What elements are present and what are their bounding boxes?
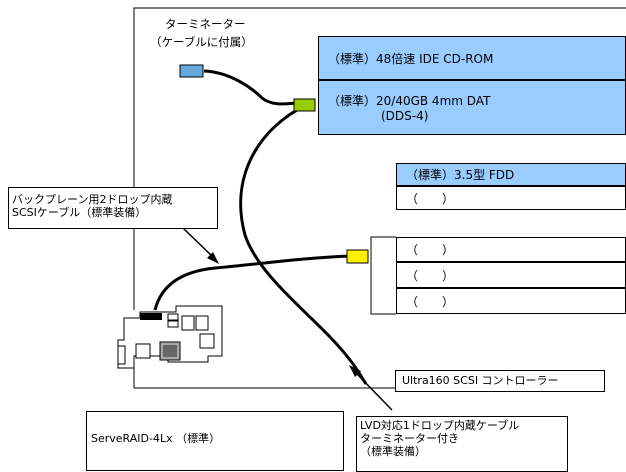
fdd-empty-label: （ ） [406,191,455,206]
empty-bay-2: （ ） [396,262,626,288]
backplane-connector [346,249,369,264]
dat-label: （標準）20/40GB 4mm DAT [328,94,491,108]
raid-card [117,305,223,369]
backplane-cable [153,254,351,311]
lvd-pointer [354,371,393,411]
fdd-bay: （標準）3.5型 FDD [396,163,626,186]
empty-bay-label: （ ） [406,243,455,257]
backplane-pointer [182,227,215,259]
raid-label: ServeRAID-4Lx （標準） [91,432,221,445]
cdrom-bay: （標準）48倍速 IDE CD-ROM [318,36,626,80]
terminator-block [179,64,204,78]
lvd-note-line3: （標準装備） [360,445,426,458]
backplane-pointer-head [207,252,219,264]
lvd-cable [239,102,368,385]
fdd-empty-bay: （ ） [396,186,626,210]
bay-bracket [370,236,396,315]
terminator-label-line1: ターミネーター [165,17,246,31]
lvd-cable-note: LVD対応1ドロップ内蔵ケーブル ターミネーター付き （標準装備） [356,416,568,472]
controller-note: Ultra160 SCSI コントローラー [395,370,605,392]
lvd-note-line2: ターミネーター付き [360,432,459,445]
controller-label: Ultra160 SCSI コントローラー [402,374,559,387]
dat-connector [293,98,316,112]
lvd-pointer-head [349,365,361,377]
terminator-cable [203,69,298,106]
terminator-label-line2: （ケーブルに付属） [150,35,253,49]
lvd-note-line1: LVD対応1ドロップ内蔵ケーブル [360,419,520,432]
raid-note: ServeRAID-4Lx （標準） [86,411,344,471]
empty-bay-label: （ ） [406,268,455,283]
cdrom-label: （標準）48倍速 IDE CD-ROM [328,51,494,66]
empty-bay-1: （ ） [396,237,626,262]
backplane-note-line1: バックプレーン用2ドロップ内蔵 [12,193,173,206]
empty-bay-3: （ ） [396,288,626,314]
backplane-cable-note: バックプレーン用2ドロップ内蔵 SCSIケーブル（標準装備） [8,187,218,229]
dat-label-sub: (DDS-4) [381,109,429,123]
empty-bay-label: （ ） [406,294,455,309]
dat-bay: （標準）20/40GB 4mm DAT (DDS-4) [318,80,626,135]
backplane-note-line2: SCSIケーブル（標準装備） [12,206,147,219]
fdd-label: （標準）3.5型 FDD [406,168,515,182]
